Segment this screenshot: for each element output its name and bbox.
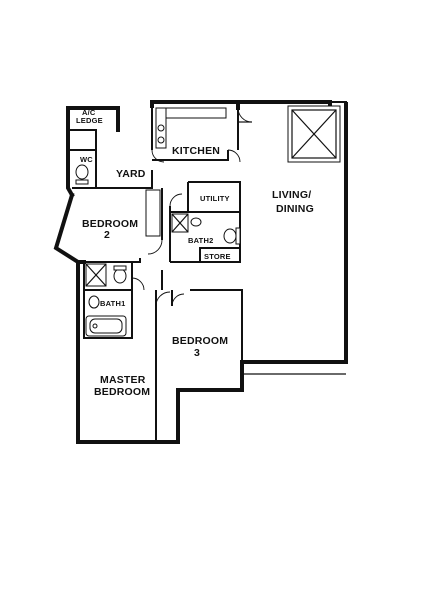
balcony-lines (241, 101, 347, 380)
wc-label: WC (80, 155, 93, 164)
bedroom2-label-line2: 2 (104, 229, 110, 241)
store-label: STORE (204, 252, 231, 261)
bath1-label: BATH1 (100, 299, 125, 308)
living-label-line1: LIVING/ (272, 189, 311, 201)
ac-ledge-label-line1: A/C (82, 108, 96, 117)
bedroom3-label-line1: BEDROOM (172, 335, 228, 347)
bath2-label: BATH2 (188, 236, 213, 245)
living-label-line2: DINING (276, 203, 314, 215)
yard-label: YARD (116, 168, 146, 180)
room-labels: A/C LEDGE WC YARD KITCHEN UTILITY LIVING… (76, 108, 314, 398)
fixtures (75, 107, 241, 337)
master-bedroom-label-line2: BEDROOM (94, 386, 150, 398)
bedroom3-label-line2: 3 (194, 347, 200, 359)
doors (131, 107, 253, 307)
kitchen-label: KITCHEN (172, 145, 220, 157)
master-bedroom-label-line1: MASTER (100, 374, 146, 386)
bedroom2-label-line1: BEDROOM (82, 218, 138, 230)
utility-label: UTILITY (200, 194, 230, 203)
ac-ledge-label-line2: LEDGE (76, 116, 103, 125)
